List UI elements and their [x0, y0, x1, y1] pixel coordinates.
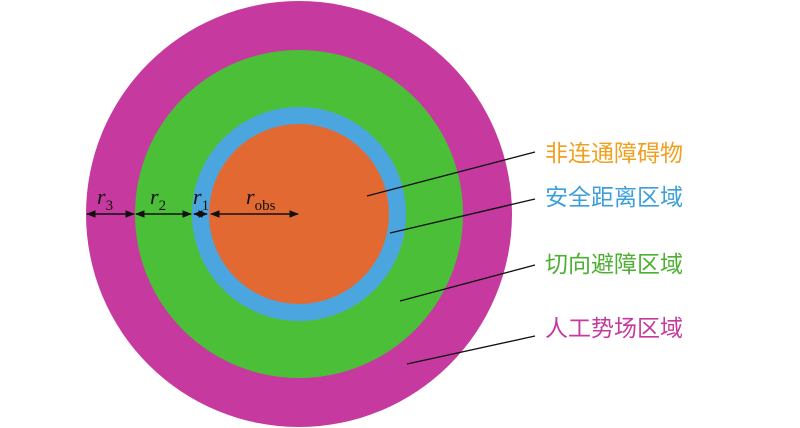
- leader-safe-distance: [389, 198, 536, 234]
- r1-label: r1: [193, 184, 209, 214]
- r2-label: r2: [150, 184, 166, 214]
- label-artificial-potential-zone: 人工势场区域: [545, 316, 683, 342]
- label-tangential-avoidance-zone: 切向避障区域: [545, 252, 683, 278]
- robs-label: robs: [246, 184, 276, 214]
- leader-artificial: [406, 335, 536, 365]
- label-non-connected-obstacle: 非连通障碍物: [545, 141, 683, 167]
- leader-obstacle: [366, 151, 536, 197]
- leader-tangential: [399, 264, 536, 302]
- r3-label: r3: [97, 184, 113, 214]
- obstacle-zone: [209, 124, 389, 304]
- label-safe-distance-zone: 安全距离区域: [545, 185, 683, 211]
